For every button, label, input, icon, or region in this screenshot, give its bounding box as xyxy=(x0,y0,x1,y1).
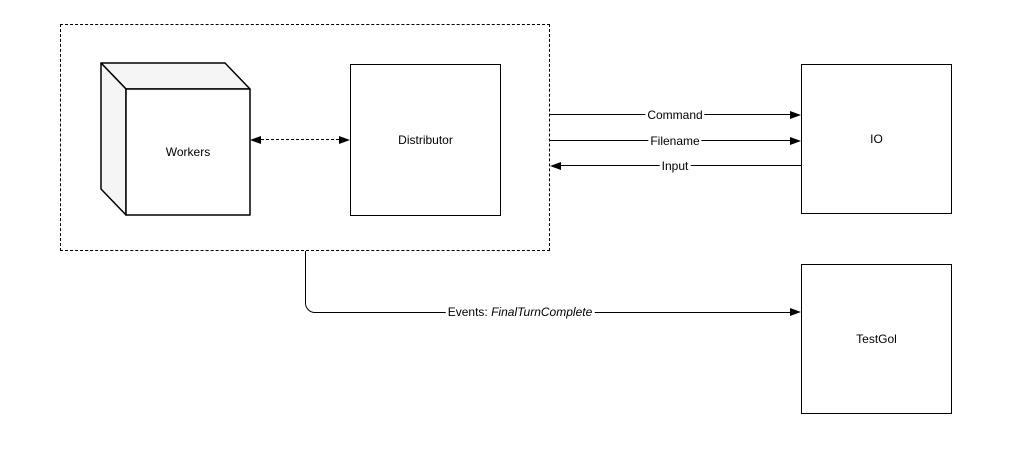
workers-distributor-edge-line xyxy=(261,139,339,140)
arrow-right-icon xyxy=(339,136,350,144)
testgol-node: TestGol xyxy=(801,264,952,414)
testgol-node-label: TestGol xyxy=(856,332,897,346)
distributor-node: Distributor xyxy=(350,64,501,216)
io-node: IO xyxy=(801,64,952,214)
events-edge-label-italic: FinalTurnComplete xyxy=(491,304,593,319)
workers-node-label: Workers xyxy=(165,145,211,159)
arrow-right-icon xyxy=(790,308,801,316)
arrow-left-icon xyxy=(550,162,561,170)
arrow-left-icon xyxy=(250,136,261,144)
filename-edge-label: Filename xyxy=(648,133,702,149)
events-edge-label: Events: FinalTurnComplete xyxy=(445,304,595,320)
workers-distributor-group xyxy=(60,24,550,251)
workers-node: Workers xyxy=(126,89,250,215)
arrow-right-icon xyxy=(790,111,801,119)
input-edge-label: Input xyxy=(659,158,691,174)
command-edge-label: Command xyxy=(645,107,705,123)
arrow-right-icon xyxy=(790,137,801,145)
workers-cube-shape xyxy=(100,62,251,216)
io-node-label: IO xyxy=(870,132,883,146)
distributor-node-label: Distributor xyxy=(398,133,453,147)
events-edge-line xyxy=(305,251,791,313)
